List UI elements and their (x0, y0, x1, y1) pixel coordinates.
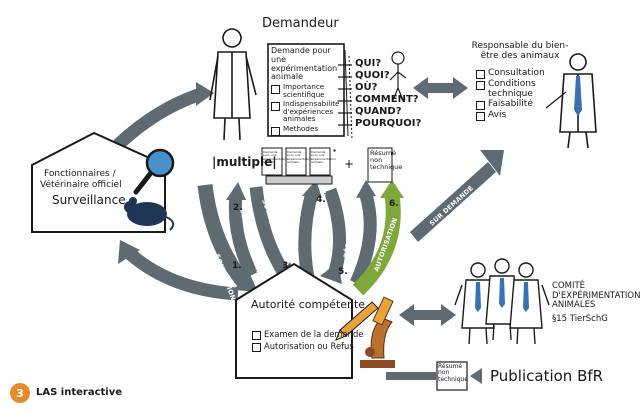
request-item: Methodes (283, 123, 319, 133)
committee-line: §15 TierSchG (552, 313, 608, 324)
arrowhead-applicant-to-officials (196, 82, 214, 106)
officials-house (31, 131, 175, 233)
committee-line: ANIMALES (552, 300, 596, 311)
authority-items: Examen de la demande Autorisation ou Ref… (252, 329, 363, 353)
welfare-items: Consultation Conditions technique Faisab… (476, 68, 558, 122)
label-num5: 5. (338, 267, 348, 277)
pencil-icon (335, 301, 379, 341)
mini-doc: Demande pour une expérimentation animale (263, 150, 288, 164)
request-heading: Demande pour une expérimentation animale (271, 46, 338, 82)
mini-documents (261, 147, 393, 185)
label-on-request: SUR DEMANDE (428, 184, 475, 227)
welfare-item: Faisabilité (488, 99, 533, 110)
question: OÙ? (355, 82, 378, 93)
flow-arrows (197, 180, 404, 296)
question-list: QUI? QUOI? OÙ? COMMENT? QUAND? POURQUOI? (355, 58, 421, 130)
label-num2: 2. (233, 203, 243, 213)
welfare-tie (574, 76, 582, 116)
question: QUI? (355, 58, 382, 69)
arrowhead-authority-to-officials (118, 240, 140, 264)
authority-title: Autorité compétente (251, 298, 366, 311)
plus-sign: + (344, 157, 355, 171)
las-logo-icon: 3 (10, 383, 30, 403)
committee-line: D'EXPÉRIMENTATIONS (552, 290, 640, 301)
welfare-item: Avis (488, 110, 507, 121)
magnifier-icon (145, 148, 175, 178)
authority-house (235, 262, 353, 379)
publication-arrow (386, 361, 482, 391)
svg-text:3: 3 (16, 387, 24, 400)
microscope-icon (360, 296, 395, 368)
committee-line: COMITÉ (552, 281, 586, 291)
committee-ties (475, 278, 529, 312)
question: POURQUOI? (355, 118, 422, 129)
double-arrow-applicant-welfare (413, 77, 468, 99)
arrow-applicant-to-officials (113, 88, 201, 150)
mouse-icon (124, 197, 175, 231)
request-item: Importance scientifique (283, 82, 325, 99)
mini-doc: Demande pour une expérimentation animale (311, 150, 336, 164)
brand-name: LAS interactive (36, 387, 123, 398)
officials-title-line3: Surveillance (52, 193, 126, 207)
officials-title-line2: Vétérinaire officiel (40, 180, 122, 190)
label-num3: 3. (282, 261, 292, 271)
publication-label: Publication BfR (490, 367, 604, 385)
publication-summary-label: Résumé non technique (438, 363, 468, 383)
officials-title-line1: Fonctionnaires / (44, 169, 116, 179)
label-num4: 4. (316, 195, 326, 205)
question-arrows (338, 64, 352, 126)
request-item: Indispensabilité d'expériences animales (283, 99, 340, 124)
applicant-figure (209, 28, 257, 141)
arrow-authority-to-officials (123, 247, 239, 301)
label-num6: 6. (389, 199, 399, 209)
label-num1: 1. (232, 261, 242, 271)
welfare-title: Responsable du bien-être des animaux (471, 41, 569, 61)
request-document (267, 43, 353, 141)
multiple-label: |multiple| (212, 155, 277, 169)
double-arrow-authority-committee (399, 304, 456, 326)
summary-doc-label: Résumé non technique (370, 149, 403, 171)
thinking-figure (389, 51, 407, 101)
applicant-title: Demandeur (262, 16, 339, 31)
question: COMMENT? (355, 94, 419, 105)
request-items: Importance scientifique Indispensabilité… (271, 83, 343, 136)
committee-label: COMITÉ D'EXPÉRIMENTATIONS ANIMALES §15 T… (552, 281, 640, 324)
authority-item: Autorisation ou Refus (264, 340, 354, 351)
arrow-on-request (410, 150, 504, 242)
question: QUAND? (355, 106, 402, 117)
welfare-item: Consultation (488, 68, 545, 78)
welfare-item: Conditions technique (488, 79, 536, 100)
authority-item: Examen de la demande (264, 329, 364, 339)
question: QUOI? (355, 70, 390, 81)
mini-doc: Demande pour une expérimentation animale (287, 150, 312, 164)
